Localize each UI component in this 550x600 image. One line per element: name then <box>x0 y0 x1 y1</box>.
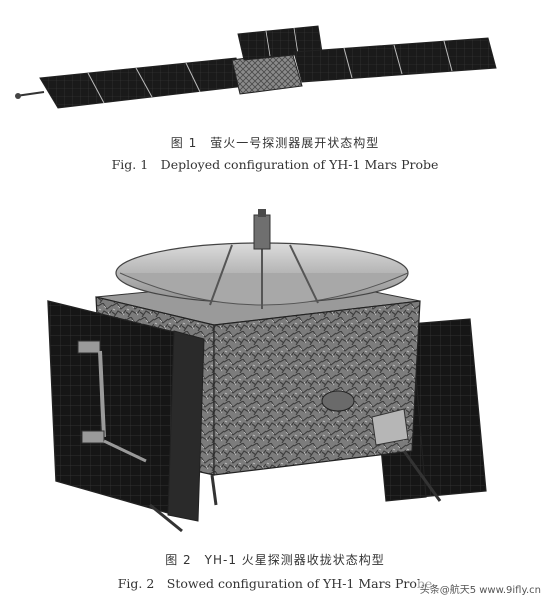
left-solar-array <box>39 57 247 109</box>
figure-1-caption-english: Fig. 1 Deployed configuration of YH-1 Ma… <box>111 157 439 172</box>
landing-supports <box>149 450 442 533</box>
figure-2-stowed-probe-image <box>47 209 487 533</box>
right-solar-array <box>293 37 497 83</box>
figure-2-caption-english: Fig. 2 Stowed configuration of YH-1 Mars… <box>117 576 433 591</box>
figure-1-deployed-probe-image <box>15 25 497 109</box>
figure-1-caption-chinese: 图 1 萤火一号探测器展开状态构型 <box>170 136 380 150</box>
figure-2-caption-chinese: 图 2 YH-1 火星探测器收拢状态构型 <box>165 553 385 567</box>
watermark: 头条@航天5 www.9ifly.cn <box>416 580 544 597</box>
left-folded-solar-panel <box>47 300 205 522</box>
high-gain-antenna <box>115 209 409 309</box>
